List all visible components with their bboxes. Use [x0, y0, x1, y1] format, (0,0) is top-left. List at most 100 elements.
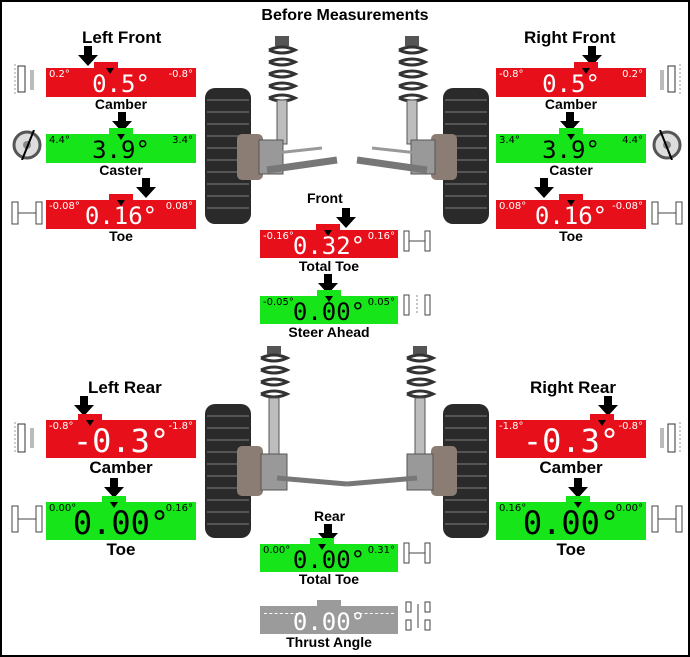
left-rear-toe-label: Toe [106, 540, 136, 559]
toe-min: 0.08° [499, 201, 527, 212]
left-front-camber-gauge: 0.2° -0.8° 0.5° [46, 62, 196, 98]
caster-min: 4.4° [49, 135, 70, 146]
rear-suspension-illustration [205, 346, 489, 538]
down-arrow-icon [78, 46, 98, 66]
right-front-camber-label: Camber [544, 96, 598, 112]
rear-left-strut-icon [260, 346, 348, 491]
caster-diagram-icon [650, 129, 684, 165]
camber-diagram-icon [12, 420, 42, 461]
front-left-wheel-icon [205, 88, 263, 224]
toe-min: 0.16° [499, 503, 527, 514]
left-front-caster-gauge: 4.4° 3.4° 3.9° [46, 128, 196, 164]
range-marker-icon [86, 420, 94, 426]
total-toe-min: -0.16° [263, 231, 294, 242]
toe-diagram-icon [402, 292, 432, 323]
right-front-heading: Right Front [524, 28, 616, 47]
down-arrow-icon [112, 112, 132, 132]
toe-diagram-icon [402, 540, 432, 571]
left-rear-camber-gauge: -0.8° -1.8° -0.3° [46, 414, 196, 460]
toe-diagram-icon [10, 198, 44, 233]
camber-max: -1.8° [168, 421, 193, 432]
camber-max: 0.2° [622, 69, 643, 80]
rear-total-toe-label: Total Toe [298, 571, 360, 587]
range-marker-icon [582, 68, 590, 74]
caster-value: 3.9° [92, 136, 150, 164]
down-arrow-icon [560, 112, 580, 132]
down-arrow-icon [598, 396, 618, 416]
down-arrow-icon [318, 524, 338, 544]
right-front-caster-gauge: 3.4° 4.4° 3.9° [496, 128, 646, 164]
down-arrow-icon [534, 178, 554, 198]
range-marker-icon [567, 200, 575, 206]
camber-value: 0.5° [542, 70, 600, 98]
rear-heading: Rear [314, 508, 346, 524]
camber-min: -1.8° [499, 421, 524, 432]
left-front-heading: Left Front [82, 28, 162, 47]
camber-min: -0.8° [499, 69, 524, 80]
down-arrow-icon [74, 396, 94, 416]
right-rear-heading: Right Rear [530, 378, 616, 397]
toe-value: 0.00° [72, 504, 170, 542]
toe-max: -0.08° [612, 201, 643, 212]
left-front-caster-label: Caster [99, 162, 143, 178]
toe-value: 0.16° [84, 202, 158, 230]
left-rear-toe-gauge: 0.00° 0.16° 0.00° [46, 496, 196, 542]
camber-value: -0.3° [72, 422, 170, 460]
range-marker-icon [598, 420, 606, 426]
toe-min: 0.00° [49, 503, 77, 514]
down-arrow-icon [336, 208, 356, 228]
rear-right-strut-icon [346, 346, 437, 491]
camber-diagram-icon [654, 420, 684, 461]
toe-max: 0.16° [165, 503, 193, 514]
range-marker-icon [567, 134, 575, 140]
toe-value: 0.16° [534, 202, 608, 230]
range-marker-icon [574, 502, 582, 508]
front-heading: Front [307, 190, 343, 206]
left-rear-heading: Left Rear [88, 378, 162, 397]
page-title: Before Measurements [261, 7, 429, 24]
camber-max: -0.8° [168, 69, 193, 80]
total-toe-max: 0.31° [367, 545, 395, 556]
total-toe-min: 0.00° [263, 545, 291, 556]
total-toe-value: 0.32° [292, 232, 366, 260]
thrust-angle-label: Thrust Angle [286, 634, 372, 650]
right-front-toe-gauge: 0.08° -0.08° 0.16° [496, 194, 646, 230]
front-right-strut-icon [356, 36, 436, 175]
right-front-toe-label: Toe [559, 228, 583, 244]
camber-min: 0.2° [49, 69, 70, 80]
toe-diagram-icon [402, 228, 432, 259]
right-rear-camber-gauge: -1.8° -0.8° -0.3° [496, 414, 646, 460]
camber-value: 0.5° [92, 70, 150, 98]
steer-ahead-min: -0.05° [263, 297, 294, 308]
down-arrow-icon [104, 478, 124, 498]
toe-max: 0.00° [615, 503, 643, 514]
down-arrow-icon [318, 274, 338, 294]
toe-diagram-icon [10, 502, 44, 541]
caster-min: 3.4° [499, 135, 520, 146]
camber-diagram-icon [12, 62, 42, 101]
range-marker-icon [324, 230, 332, 236]
steer-ahead-max: 0.05° [367, 297, 395, 308]
range-marker-icon [325, 296, 333, 302]
down-arrow-icon [568, 478, 588, 498]
toe-max: 0.08° [165, 201, 193, 212]
camber-min: -0.8° [49, 421, 74, 432]
camber-max: -0.8° [618, 421, 643, 432]
right-rear-toe-label: Toe [556, 540, 586, 559]
toe-value: 0.00° [522, 504, 620, 542]
camber-diagram-icon [654, 62, 684, 101]
camber-value: -0.3° [522, 422, 620, 460]
range-marker-icon [318, 544, 326, 550]
left-front-toe-gauge: -0.08° 0.08° 0.16° [46, 194, 196, 230]
thrust-angle-value: 0.00° [292, 608, 366, 636]
front-suspension-illustration [205, 36, 489, 224]
thrust-angle-gauge: 0.00° [260, 600, 398, 636]
steer-ahead-gauge: -0.05° 0.05° 0.00° [260, 290, 398, 326]
steer-ahead-value: 0.00° [292, 298, 366, 326]
right-rear-toe-gauge: 0.16° 0.00° 0.00° [496, 496, 646, 542]
rear-total-toe-gauge: 0.00° 0.31° 0.00° [260, 538, 398, 574]
range-marker-icon [117, 200, 125, 206]
caster-value: 3.9° [542, 136, 600, 164]
front-total-toe-label: Total Toe [298, 258, 360, 274]
